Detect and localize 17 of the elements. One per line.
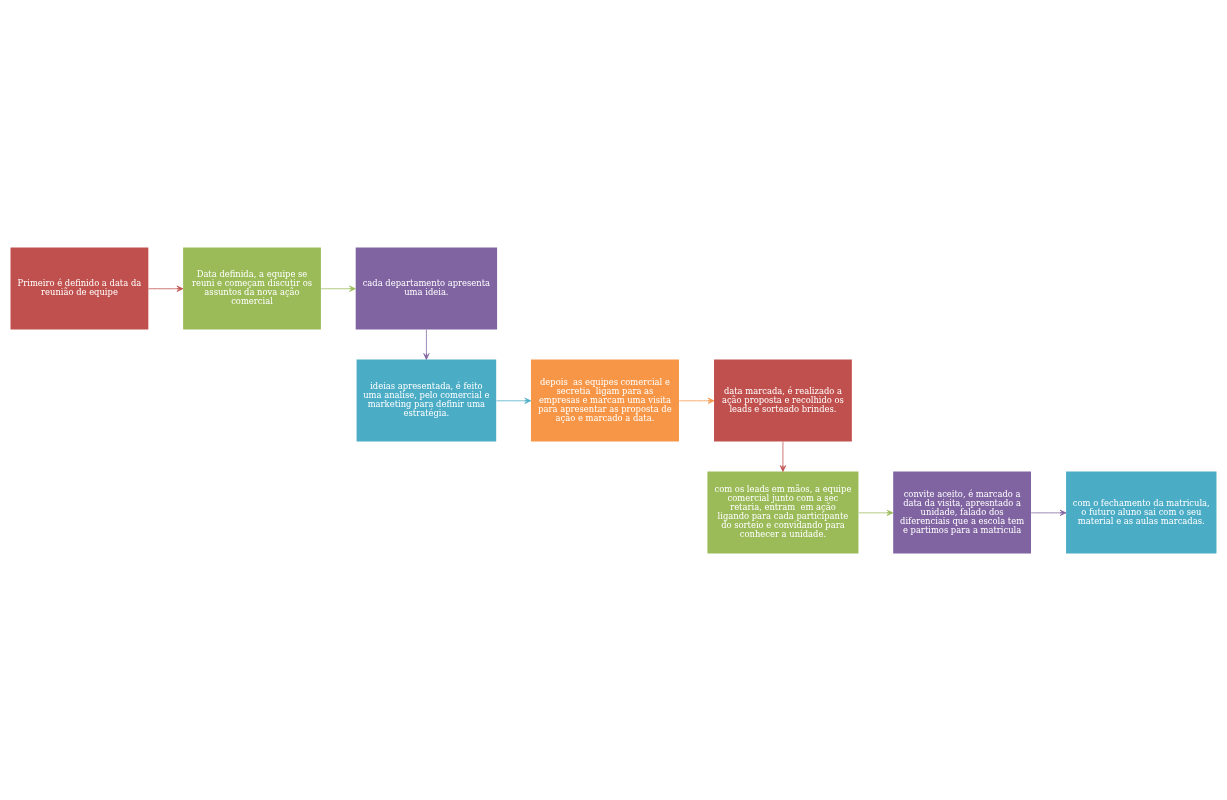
arrow bbox=[1030, 509, 1067, 516]
node-box: com o fechamento da matricula, o futuro aluno sai com o seu material e as aulas marcadas. bbox=[1066, 471, 1217, 554]
arrow bbox=[858, 509, 894, 516]
arrow bbox=[320, 285, 356, 292]
arrow bbox=[678, 397, 715, 404]
arrow bbox=[496, 397, 532, 404]
arrow bbox=[779, 440, 786, 472]
node-box: Data definida, a equipe se reuni e começam discutir os assuntos da nova ação comercial bbox=[183, 246, 321, 329]
node-box: data marcada, é realizado a ação proposta e recolhido os leads e sorteado brindes. bbox=[714, 358, 852, 442]
arrow bbox=[148, 285, 184, 292]
arrow bbox=[423, 328, 430, 360]
node-box: ideias apresentada, é feito uma analise, pelo comercial e marketing para definir uma estratégia. bbox=[356, 358, 497, 442]
node-box: cada departamento apresenta uma ideia. bbox=[355, 246, 498, 329]
node-box: depois as equipes comercial e secretia ligam para as empresas e marcam uma visita para apresentar as proposta de ação e marcado a data. bbox=[530, 358, 679, 442]
node-box: convite aceito, é marcado a data da visita, apresntado a unidade, falado dos diferenciais que a escola tem e partimos para a matricula bbox=[893, 471, 1031, 554]
node-box: com os leads em mãos, a equipe comercial junto com a sec retaria, entram em ação ligando para cada participante do sorteio e convidando para conhecer a unidade. bbox=[707, 471, 859, 554]
node-box: Primeiro é definido a data da reunião de equipe bbox=[10, 246, 149, 329]
